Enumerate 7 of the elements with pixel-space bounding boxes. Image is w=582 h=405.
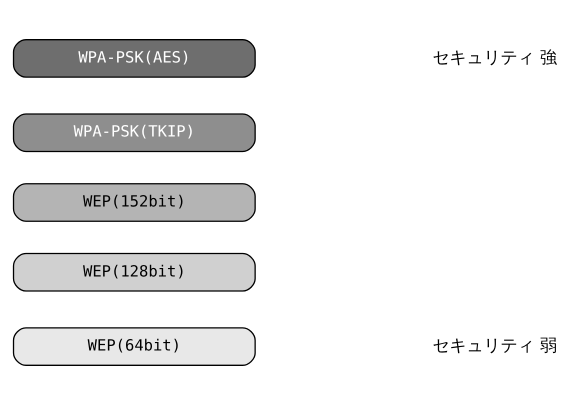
node-box: WPA-PSK(AES) bbox=[12, 39, 256, 78]
label: セキュリティ 強 bbox=[432, 46, 558, 67]
node-box: WEP(128bit) bbox=[12, 252, 256, 292]
node-box: WEP(64bit) bbox=[12, 327, 256, 366]
node-box: WEP(152bit) bbox=[12, 183, 256, 222]
node-box: WPA-PSK(TKIP) bbox=[12, 113, 256, 152]
label: セキュリティ 弱 bbox=[432, 334, 558, 355]
